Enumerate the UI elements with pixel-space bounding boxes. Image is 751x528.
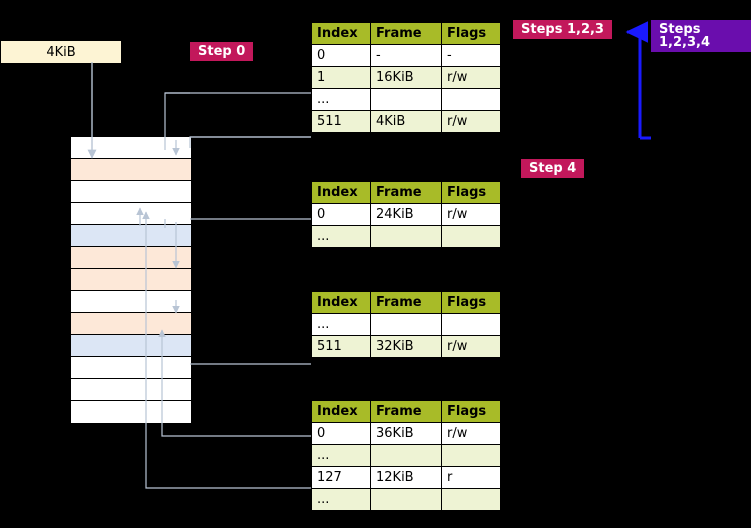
cell-index: ...: [311, 88, 371, 111]
cell-flags: -: [441, 44, 501, 67]
memory-row: [71, 181, 191, 203]
table-row: ...: [311, 488, 501, 511]
table-row: ...: [311, 88, 501, 111]
memory-row: [71, 357, 191, 379]
size-box: 4KiB: [0, 40, 122, 64]
column-header-frame: Frame: [370, 291, 442, 314]
cell-flags: r/w: [441, 422, 501, 445]
column-header-index: Index: [311, 400, 371, 423]
memory-row: [71, 401, 191, 423]
memory-row: [71, 137, 191, 159]
table-row: 0--: [311, 44, 501, 67]
cell-flags: [441, 313, 501, 336]
cell-flags: r/w: [441, 66, 501, 89]
cell-flags: [441, 225, 501, 248]
memory-row: [71, 159, 191, 181]
cell-frame: [370, 225, 442, 248]
cell-index: ...: [311, 313, 371, 336]
cell-flags: r: [441, 466, 501, 489]
cell-flags: r/w: [441, 335, 501, 358]
cell-frame: [370, 88, 442, 111]
size-box-label: 4KiB: [46, 44, 76, 60]
memory-row: [71, 313, 191, 335]
cell-index: 0: [311, 44, 371, 67]
memory-row: [71, 335, 191, 357]
table-row: ...: [311, 444, 501, 467]
memory-row: [71, 225, 191, 247]
cell-index: 511: [311, 335, 371, 358]
cell-index: 127: [311, 466, 371, 489]
column-header-flags: Flags: [441, 400, 501, 423]
cell-frame: 4KiB: [370, 110, 442, 133]
memory-row: [71, 379, 191, 401]
label-steps-123: Steps 1,2,3: [513, 20, 612, 39]
cell-index: ...: [311, 225, 371, 248]
cell-flags: r/w: [441, 203, 501, 226]
column-header-flags: Flags: [441, 291, 501, 314]
cell-frame: 36KiB: [370, 422, 442, 445]
cell-index: ...: [311, 488, 371, 511]
cell-index: ...: [311, 444, 371, 467]
memory-row: [71, 247, 191, 269]
label-steps-1234: Steps 1,2,3,4: [651, 20, 751, 52]
cell-frame: [370, 444, 442, 467]
label-step4: Step 4: [521, 159, 585, 178]
column-header-frame: Frame: [370, 181, 442, 204]
cell-index: 511: [311, 110, 371, 133]
cell-flags: r/w: [441, 110, 501, 133]
memory-row: [71, 291, 191, 313]
cell-frame: 32KiB: [370, 335, 442, 358]
table-row: ...: [311, 313, 501, 336]
cell-flags: [441, 488, 501, 511]
cell-frame: 24KiB: [370, 203, 442, 226]
column-header-index: Index: [311, 291, 371, 314]
memory-row: [71, 203, 191, 225]
column-header-frame: Frame: [370, 400, 442, 423]
cell-index: 1: [311, 66, 371, 89]
column-header-index: Index: [311, 22, 371, 45]
cell-frame: [370, 488, 442, 511]
column-header-frame: Frame: [370, 22, 442, 45]
cell-frame: 16KiB: [370, 66, 442, 89]
cell-index: 0: [311, 203, 371, 226]
cell-frame: 12KiB: [370, 466, 442, 489]
memory-row: [71, 269, 191, 291]
table-row: ...: [311, 225, 501, 248]
cell-flags: [441, 444, 501, 467]
cell-frame: [370, 313, 442, 336]
column-header-flags: Flags: [441, 181, 501, 204]
column-header-index: Index: [311, 181, 371, 204]
memory-column: [70, 136, 192, 423]
label-step0: Step 0: [190, 42, 254, 61]
cell-index: 0: [311, 422, 371, 445]
cell-flags: [441, 88, 501, 111]
column-header-flags: Flags: [441, 22, 501, 45]
cell-frame: -: [370, 44, 442, 67]
